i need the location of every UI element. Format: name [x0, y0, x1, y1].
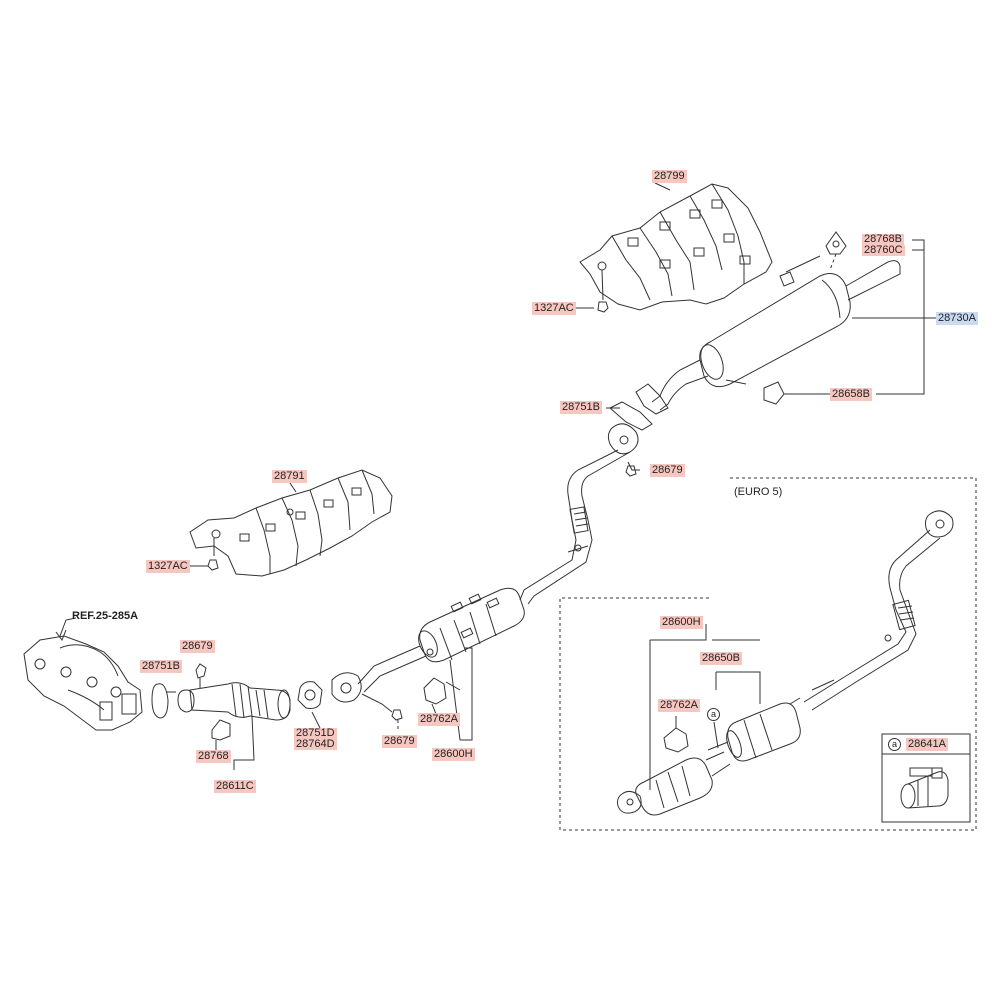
rear-muffler-28730a: [651, 255, 901, 411]
label-28751b-left: 28751B: [140, 660, 182, 673]
label-28658b: 28658B: [830, 388, 872, 401]
label-28751d: 28751D: [294, 727, 337, 739]
leader-1327ac-top-2: [601, 269, 604, 301]
label-28762a-right: 28762A: [658, 699, 700, 712]
gasket-28751b-left: [151, 683, 169, 719]
label-28679-low: 28679: [382, 735, 417, 748]
label-1327ac-mid: 1327AC: [146, 560, 190, 573]
label-28679-left: 28679: [180, 640, 215, 653]
label-28799: 28799: [652, 170, 687, 183]
label-28764d: 28764D: [294, 738, 337, 750]
label-28760c: 28760C: [862, 244, 905, 256]
front-pipe-28611c: [177, 682, 291, 721]
rubber-28658b: [763, 381, 785, 405]
nut-28679-mid: [627, 461, 640, 471]
clamp-detail-box: [881, 733, 971, 823]
callout-a-circle: a: [707, 708, 720, 721]
callout-a-circle-box: a: [888, 738, 901, 751]
hanger-28768b: [825, 231, 847, 255]
leader-ref: [59, 617, 77, 637]
label-28679-mid: 28679: [650, 464, 685, 477]
label-euro5: (EURO 5): [734, 486, 783, 498]
gasket-28751b-top: [635, 383, 669, 415]
label-28641a: 28641A: [906, 738, 948, 751]
label-28762a-left: 28762A: [418, 713, 460, 726]
euro5-frame: [559, 477, 977, 831]
label-28600h-right: 28600H: [660, 616, 703, 629]
rubber-28762a: [423, 677, 447, 705]
nut-28679-left: [195, 663, 207, 679]
heat-shield-28791: [189, 469, 393, 577]
label-ref-25-285a[interactable]: REF.25-285A: [72, 610, 139, 622]
label-28791: 28791: [272, 470, 307, 483]
nut-28679-low: [391, 709, 403, 721]
heat-shield-28799: [579, 183, 773, 311]
flange-front: [331, 672, 362, 703]
euro5-exhaust-assembly: [617, 510, 954, 816]
nut-1327ac-top: [597, 301, 609, 313]
label-28650b: 28650B: [700, 652, 742, 665]
label-28600h-left: 28600H: [432, 748, 475, 761]
label-28768: 28768: [196, 750, 231, 763]
catalytic-converter-28600h: [357, 587, 525, 693]
leader-28799: [654, 182, 671, 191]
hanger-28768: [211, 719, 231, 741]
exhaust-manifold: [23, 635, 143, 731]
clamp-28641a: [900, 767, 949, 809]
label-28768b: 28768B: [862, 233, 904, 245]
label-28751b-top: 28751B: [560, 401, 602, 414]
label-1327ac-top: 1327AC: [532, 302, 576, 315]
label-28730a: 28730A: [936, 312, 978, 325]
center-pipe: [519, 423, 639, 605]
nut-1327ac-mid: [207, 559, 219, 571]
gasket-28751d: [297, 681, 323, 709]
label-28611c: 28611C: [214, 780, 256, 793]
bracket-28611c: [233, 715, 255, 770]
